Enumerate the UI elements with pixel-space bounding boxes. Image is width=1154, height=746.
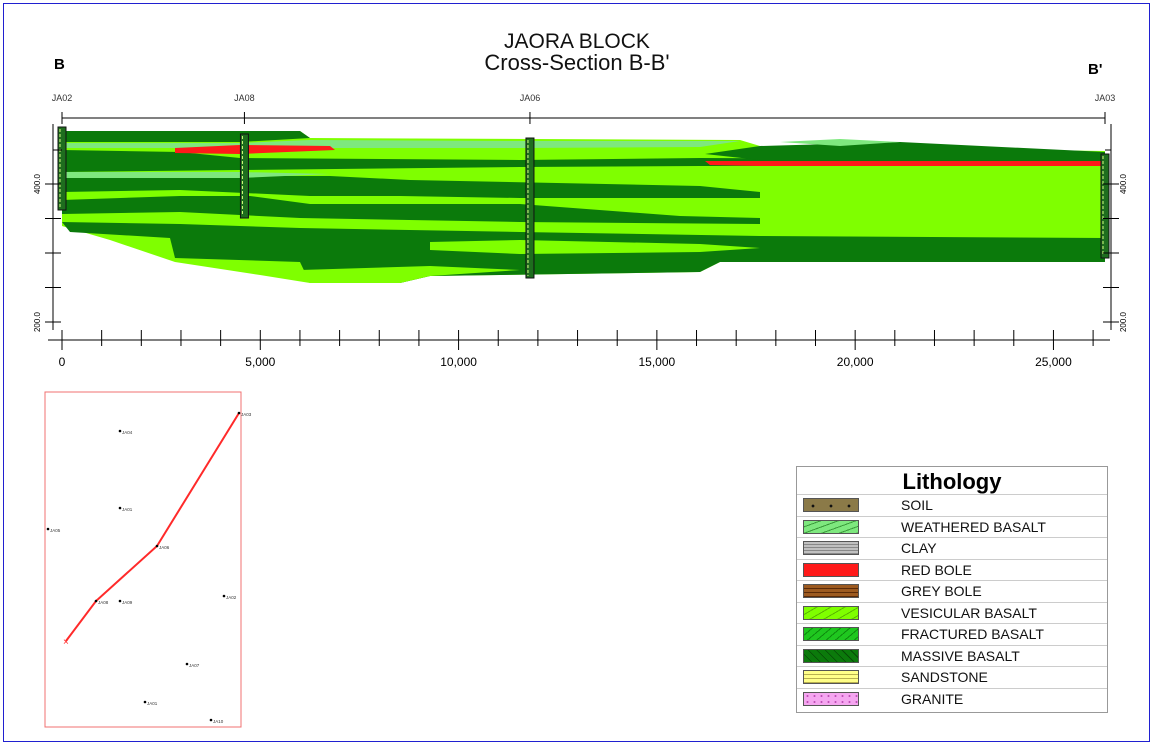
legend-item: MASSIVE BASALT [797,644,1107,667]
legend-swatch [803,691,859,706]
weathered-basalt-layer [780,139,900,146]
map-well-label: JA06 [159,545,170,550]
legend-swatch [803,541,859,555]
legend-swatch [803,498,859,512]
section-line [65,412,240,642]
map-well-dot [118,599,122,603]
massive-basalt-layer [62,176,760,198]
legend-item: RED BOLE [797,558,1107,581]
legend-item: CLAY [797,537,1107,559]
map-well-dot [237,411,241,415]
figure-title: JAORA BLOCK [504,30,650,53]
well-label: JA08 [234,93,255,103]
map-well-dot [143,700,147,704]
massive-basalt-layer [62,196,760,224]
legend-item: GRANITE [797,687,1107,710]
legend-label: VESICULAR BASALT [901,604,1037,621]
well-column [57,126,67,211]
location-map-frame [44,391,242,728]
figure-frame [3,3,1150,742]
vesicular-basalt-layer [300,266,520,283]
cross-section-diagram: JA02 JA08 JA06 JA03 400.0 200.0 400.0 200.0 0 5,0… [33,93,1128,369]
legend-label: CLAY [901,540,937,556]
legend-swatch [803,584,859,598]
legend-swatch [803,648,859,663]
legend-label: FRACTURED BASALT [901,626,1044,642]
legend-item: VESICULAR BASALT [797,601,1107,624]
map-well-dot [46,527,50,531]
section-start-label: B [54,56,65,73]
legend-swatch [803,562,859,577]
map-well-label: JA02 [226,595,237,600]
well-column [239,133,249,219]
legend-item: GREY BOLE [797,580,1107,602]
map-well-dot [155,544,159,548]
legend-label: MASSIVE BASALT [901,647,1020,664]
legend-swatch [803,519,859,534]
map-well-label: JA03 [241,412,252,417]
legend-label: WEATHERED BASALT [901,518,1046,535]
legend-swatch [803,627,859,641]
massive-basalt-layer [62,150,1105,172]
well-column [525,137,535,279]
legend-label: RED BOLE [901,561,972,578]
map-well-label: JA01 [122,507,133,512]
map-well-dot [118,506,122,510]
x-tick-label: 5,000 [245,355,275,369]
x-tick-label: 0 [59,355,66,369]
well-label: JA06 [520,93,541,103]
legend-label: GRANITE [901,690,964,707]
map-well-label: JA04 [122,430,133,435]
map-well-label: JA05 [50,528,61,533]
section-end-label: B' [1088,61,1103,78]
massive-basalt-layer [705,142,1105,160]
legend-label: SOIL [901,497,933,513]
legend-swatch [803,670,859,684]
red-bole-layer [175,145,335,154]
lithology-legend: Lithology SOIL WEATHERED BASALT CLAY RED BO… [796,466,1108,713]
y-tick-label: 200.0 [1119,311,1128,332]
y-tick-label: 200.0 [33,311,42,332]
figure-subtitle: Cross-Section B-B' [484,50,670,75]
map-well-label: JA10 [213,719,224,724]
legend-title: Lithology [902,469,1002,494]
y-tick-label: 400.0 [33,173,42,194]
x-tick-label: 20,000 [837,355,874,369]
well-label: JA03 [1095,93,1116,103]
weathered-basalt-layer [62,172,330,178]
y-tick-label: 400.0 [1119,173,1128,194]
map-well-label: JA07 [189,663,200,668]
x-tick-label: 25,000 [1035,355,1072,369]
red-bole-layer [705,161,1105,166]
map-well-label: JA01 [147,701,158,706]
x-tick-label: 10,000 [440,355,477,369]
vesicular-basalt-layer [430,240,760,254]
legend-item: SOIL [797,494,1107,516]
legend-item: SANDSTONE [797,666,1107,688]
start-point-marker: × [63,637,69,648]
well-label: JA02 [52,93,73,103]
well-column [1100,153,1110,259]
legend-item: WEATHERED BASALT [797,515,1107,538]
map-well-label: JA09 [122,600,133,605]
legend-item: FRACTURED BASALT [797,623,1107,645]
map-well-dot [209,718,213,722]
map-well-dot [185,662,189,666]
map-well-dot [118,429,122,433]
legend-label: SANDSTONE [901,669,988,685]
map-well-dot [222,594,226,598]
map-well-label: JA08 [98,600,109,605]
x-tick-label: 15,000 [639,355,676,369]
legend-swatch [803,605,859,620]
legend-label: GREY BOLE [901,583,982,599]
map-well-dot [94,599,98,603]
